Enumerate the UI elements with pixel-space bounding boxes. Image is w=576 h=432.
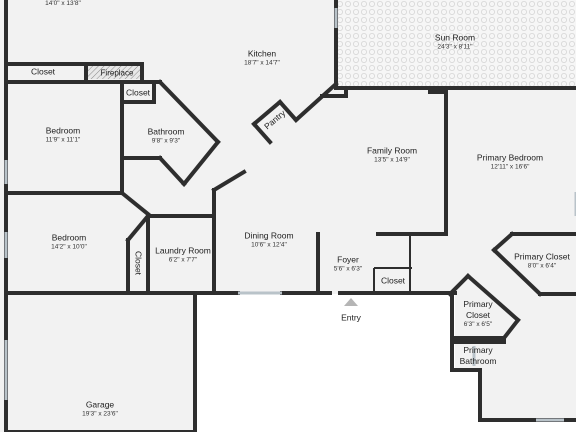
room-dims: 19'3" x 23'6" bbox=[82, 410, 118, 418]
room-family-room: Family Room 13'5" x 14'9" bbox=[367, 146, 417, 165]
room-dims: 5'6" x 6'3" bbox=[333, 265, 363, 273]
room-dims: 10'6" x 12'4" bbox=[251, 241, 287, 249]
room-name: Garage bbox=[85, 399, 115, 410]
room-dims: 8'0" x 6'4" bbox=[527, 262, 557, 270]
room-dims: 9'8" x 9'3" bbox=[151, 137, 181, 145]
room-name: Closet bbox=[133, 250, 144, 276]
fireplace-hatch bbox=[88, 66, 142, 79]
room-name: Dining Room bbox=[244, 230, 294, 241]
room-name: Family Room bbox=[366, 145, 418, 156]
room-dims: 6'3" x 6'5" bbox=[463, 321, 493, 328]
room-kitchen: Kitchen 18'7" x 14'7" bbox=[244, 49, 280, 68]
room-dims: 18'7" x 14'7" bbox=[244, 59, 280, 67]
room-dims: 11'9" x 11'1" bbox=[45, 136, 81, 144]
room-primary-closet-2: Primary Closet 6'3" x 6'5" bbox=[453, 299, 503, 329]
room-closet-small: Closet bbox=[126, 88, 150, 99]
room-dims: 24'3" x 8'11" bbox=[437, 43, 473, 51]
room-bedroom-1: Bedroom 11'9" x 11'1" bbox=[46, 126, 81, 145]
room-primary-bathroom: Primary Bathroom bbox=[454, 345, 502, 367]
room-dining: Dining Room 10'6" x 12'4" bbox=[244, 231, 293, 250]
room-name: Sun Room bbox=[434, 32, 476, 43]
room-name: Primary Bathroom bbox=[459, 345, 497, 366]
room-dims: 6'2" x 7'7" bbox=[168, 256, 198, 264]
room-dims: 12'11" x 16'6" bbox=[490, 163, 530, 171]
room-garage: Garage 19'3" x 23'6" bbox=[82, 400, 118, 419]
entry-label: Entry bbox=[341, 313, 361, 324]
room-name: Primary Closet bbox=[514, 251, 570, 262]
room-name: Fireplace bbox=[100, 68, 134, 78]
room-closet-vertical: Closet bbox=[133, 251, 144, 275]
windows bbox=[4, 8, 576, 422]
room-laundry: Laundry Room 6'2" x 7'7" bbox=[155, 246, 211, 265]
room-top-left: 14'0" x 13'8" bbox=[45, 0, 81, 8]
entry-text: Entry bbox=[341, 312, 361, 323]
room-name: Primary Bedroom bbox=[476, 152, 544, 163]
room-sun-room: Sun Room 24'3" x 8'11" bbox=[435, 33, 475, 52]
room-name: Closet bbox=[125, 87, 151, 98]
room-bedroom-2: Bedroom 14'2" x 10'0" bbox=[51, 233, 87, 252]
room-closet-foyer: Closet bbox=[381, 276, 405, 287]
entry-triangle-up-icon bbox=[344, 298, 358, 306]
room-name: Foyer bbox=[337, 254, 359, 265]
walls bbox=[4, 0, 576, 432]
room-primary-closet-1: Primary Closet 8'0" x 6'4" bbox=[514, 252, 570, 271]
room-name: Laundry Room bbox=[155, 245, 211, 256]
room-dims: 14'0" x 13'8" bbox=[45, 0, 81, 7]
room-name: Bedroom bbox=[51, 232, 87, 243]
sun-room-floor bbox=[338, 0, 576, 88]
room-primary-bedroom: Primary Bedroom 12'11" x 16'6" bbox=[477, 153, 543, 172]
room-dims: 14'2" x 10'0" bbox=[51, 243, 87, 251]
room-dims: 13'5" x 14'9" bbox=[374, 156, 410, 164]
room-name: Closet bbox=[30, 66, 56, 77]
room-name: Closet bbox=[380, 275, 406, 286]
room-name: Primary Closet bbox=[463, 299, 493, 320]
room-name: Bathroom bbox=[147, 126, 185, 137]
room-name: Bedroom bbox=[45, 125, 81, 136]
room-foyer: Foyer 5'6" x 6'3" bbox=[334, 255, 362, 274]
room-fireplace: Fireplace bbox=[101, 68, 134, 79]
room-closet-top: Closet bbox=[31, 67, 55, 78]
room-name: Kitchen bbox=[247, 48, 277, 59]
room-bathroom: Bathroom 9'8" x 9'3" bbox=[148, 127, 185, 146]
